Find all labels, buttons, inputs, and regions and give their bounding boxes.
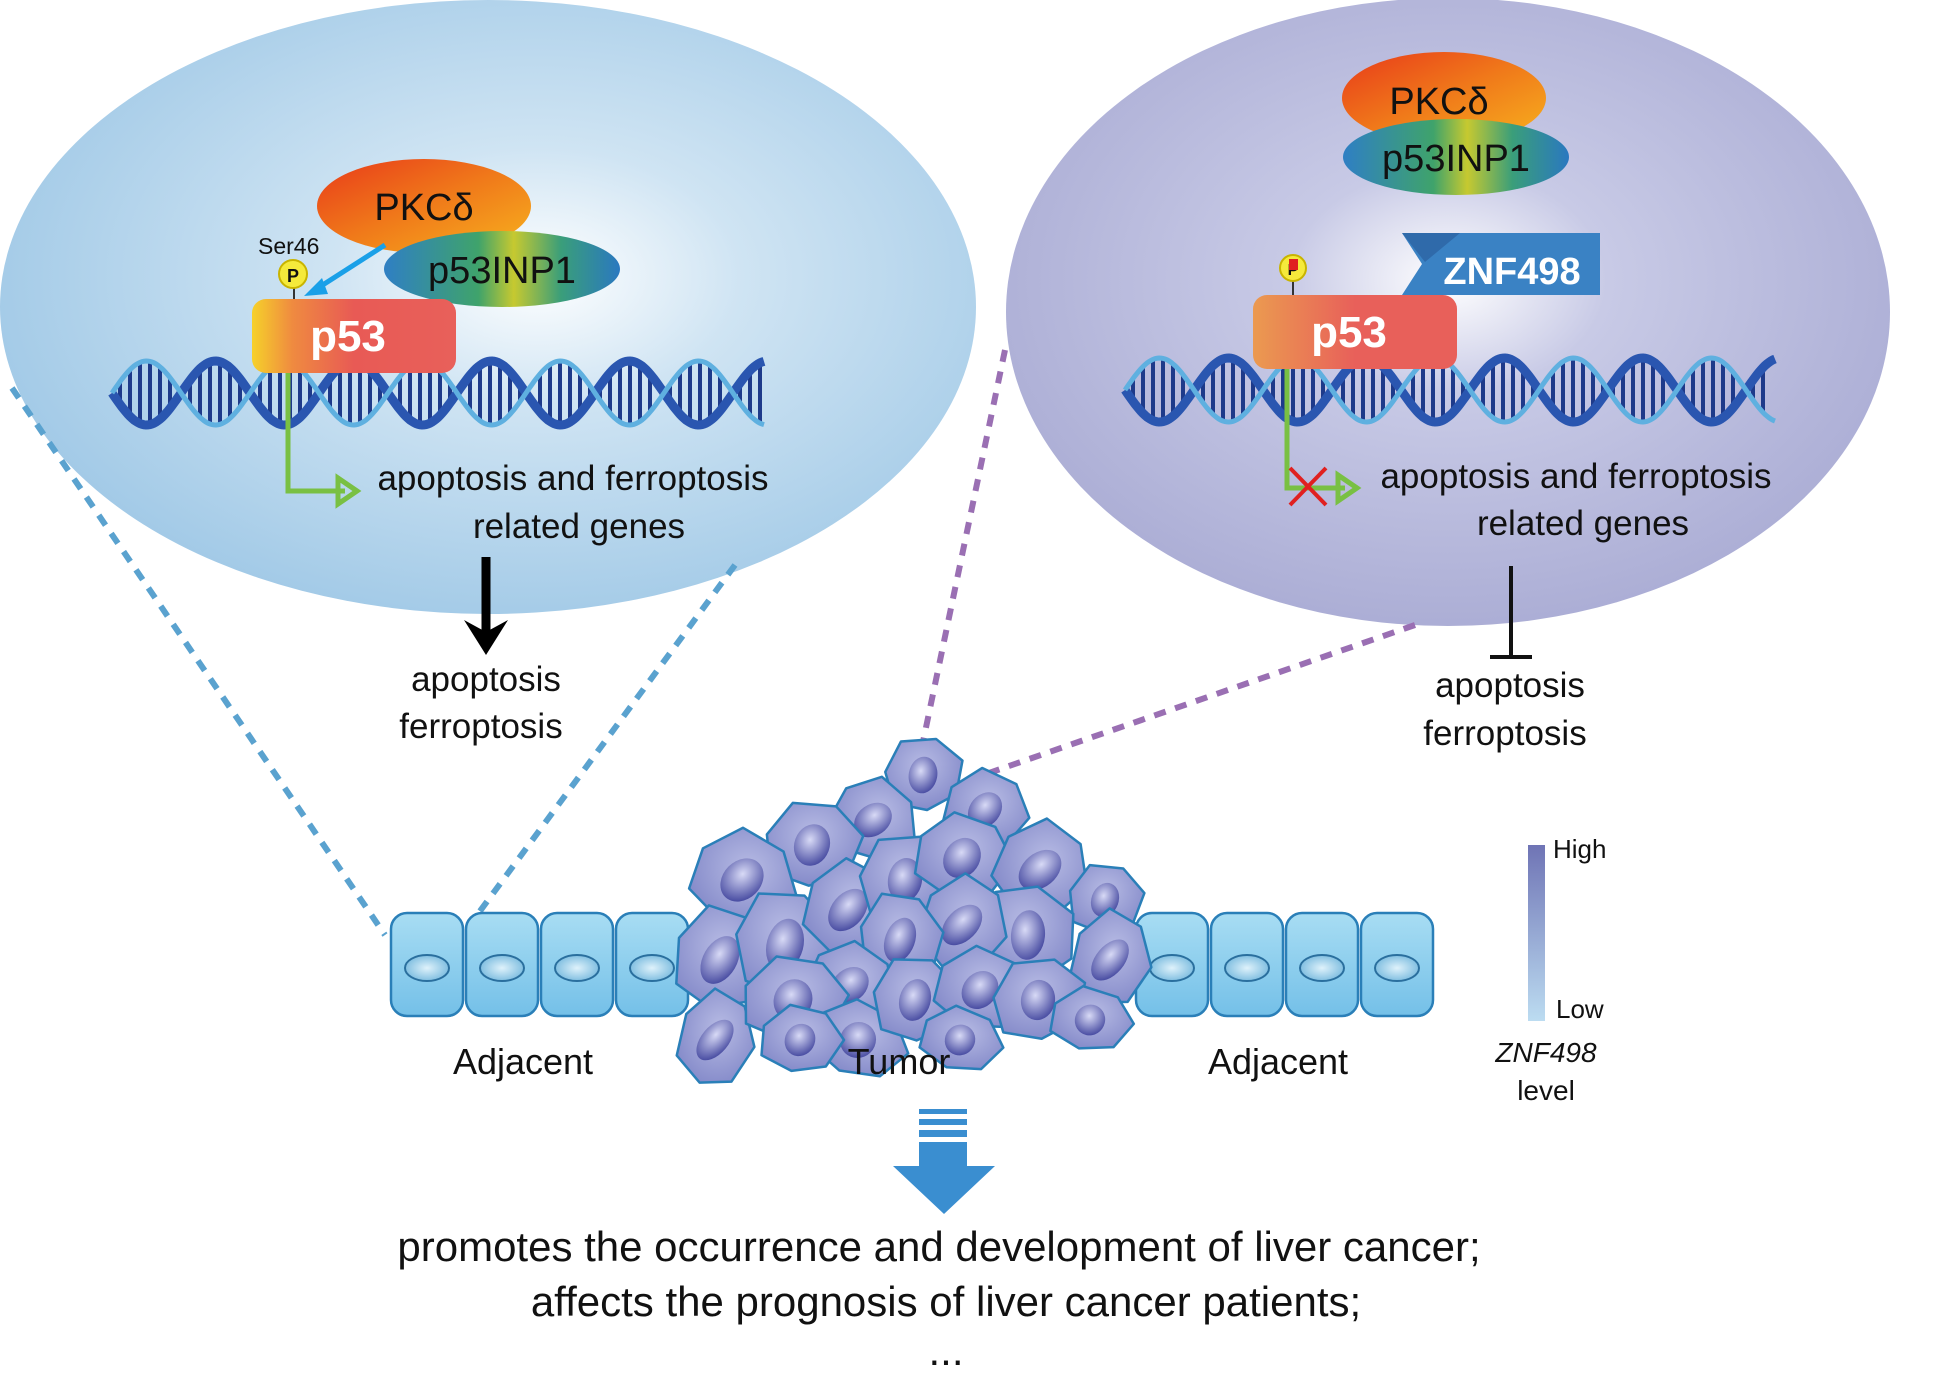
legend-low: Low bbox=[1556, 994, 1604, 1024]
tumor-cell-nucleus bbox=[1091, 939, 1129, 981]
tumor-mass bbox=[675, 737, 1153, 1084]
tumor-cell-nucleus bbox=[696, 1019, 734, 1061]
tumor-cell-nucleus bbox=[700, 936, 740, 984]
phospho-arrowhead bbox=[304, 278, 328, 296]
pkc-delta-left bbox=[317, 159, 531, 253]
adjacent-cells-right bbox=[1134, 911, 1435, 1018]
tumor-cell-nucleus bbox=[883, 917, 917, 963]
transcription-arrowhead-right bbox=[1335, 470, 1362, 506]
label-adjacent-right: Adjacent bbox=[1208, 1041, 1348, 1082]
p53-label-right: p53 bbox=[1311, 308, 1387, 357]
tumor-cell-nucleus bbox=[1020, 979, 1056, 1021]
adjacent-cell-nucleus bbox=[1149, 954, 1195, 982]
znf498-tag-top bbox=[1402, 233, 1460, 262]
phospho-marker-left bbox=[278, 259, 308, 289]
p53-label-left: p53 bbox=[310, 312, 386, 361]
genes-label-line1-right: apoptosis and ferroptosis bbox=[1380, 457, 1771, 496]
tumor-cell-nucleus bbox=[784, 1023, 816, 1057]
left-panel: PKCδ p53INP1 Ser46 P p53 apoptosis and f… bbox=[0, 0, 976, 614]
zoom-line-left-outer bbox=[9, 386, 388, 937]
zoom-line-right-inner bbox=[939, 622, 1416, 793]
znf498-tag bbox=[1402, 233, 1600, 295]
label-tumor: Tumor bbox=[848, 1041, 951, 1082]
adjacent-cells-left bbox=[389, 911, 690, 1018]
pkc-delta-right bbox=[1342, 52, 1546, 144]
legend-high: High bbox=[1553, 834, 1606, 864]
transcription-arrowhead-left bbox=[335, 473, 362, 509]
tumor-cell-nucleus bbox=[1010, 910, 1046, 960]
genes-label-line2-right: related genes bbox=[1477, 504, 1689, 543]
tumor-cell-nucleus bbox=[967, 792, 1003, 828]
zoom-line-right-outer bbox=[912, 349, 1008, 781]
legend-gradient-bar bbox=[1528, 845, 1545, 1021]
label-adjacent-left: Adjacent bbox=[453, 1041, 593, 1082]
legend-level: level bbox=[1517, 1075, 1575, 1106]
outcome-ferroptosis-left: ferroptosis bbox=[399, 707, 562, 746]
tumor-cell-nucleus bbox=[854, 802, 892, 838]
outcome-apoptosis-left: apoptosis bbox=[411, 660, 561, 699]
p53-left bbox=[252, 299, 456, 373]
phospho-arrow-line bbox=[316, 242, 387, 291]
adjacent-cell-nucleus bbox=[1224, 954, 1270, 982]
activation-arrowhead-left bbox=[464, 620, 508, 655]
tumor-cell-nucleus bbox=[961, 971, 999, 1009]
tumor-cell-nucleus bbox=[898, 979, 932, 1021]
right-panel: PKCδ p53INP1 ZNF498 P p53 apoptosis and … bbox=[1006, 0, 1890, 626]
down-arrow bbox=[893, 1109, 995, 1214]
legend-gene: ZNF498 bbox=[1494, 1037, 1597, 1068]
pkc-delta-label-right: PKCδ bbox=[1389, 81, 1488, 123]
tumor-cell-nucleus bbox=[941, 904, 983, 946]
p53inp1-left bbox=[384, 231, 620, 307]
transcription-arrow-left bbox=[285, 373, 345, 494]
ser46-label: Ser46 bbox=[258, 233, 319, 259]
tumor-cell-nucleus bbox=[839, 1021, 877, 1059]
znf498-label: ZNF498 bbox=[1443, 251, 1580, 293]
tumor-cell-nucleus bbox=[720, 858, 764, 902]
adjacent-cell-nucleus bbox=[1374, 954, 1420, 982]
outcome-apoptosis-right: apoptosis bbox=[1435, 666, 1585, 705]
dna-strand bbox=[1121, 353, 1777, 427]
tumor-cell-nucleus bbox=[944, 1024, 976, 1056]
phospho-label-right: P bbox=[1288, 262, 1299, 279]
block-x-b bbox=[1288, 466, 1328, 507]
dna-helix-right bbox=[1121, 353, 1777, 427]
adjacent-cell-nucleus bbox=[554, 954, 600, 982]
left-ellipse bbox=[0, 0, 976, 614]
transcription-arrow-right bbox=[1284, 369, 1345, 491]
adjacent-cell-nucleus bbox=[479, 954, 525, 982]
tumor-cell-nucleus bbox=[943, 837, 981, 879]
tumor-cell-nucleus bbox=[908, 756, 938, 794]
tumor-cell-nucleus bbox=[1018, 849, 1062, 891]
conclusion-line1: promotes the occurrence and development … bbox=[397, 1223, 1480, 1270]
tumor-cell-nucleus bbox=[1074, 1004, 1106, 1036]
outcome-ferroptosis-right: ferroptosis bbox=[1423, 714, 1586, 753]
p53inp1-right bbox=[1343, 119, 1569, 195]
pkc-delta-label-left: PKCδ bbox=[374, 187, 473, 229]
zoom-lines bbox=[9, 349, 1416, 947]
conclusion-ellipsis: ... bbox=[928, 1327, 963, 1373]
tumor-cell-nucleus bbox=[793, 824, 831, 866]
znf498-legend: High Low ZNF498 level bbox=[1494, 834, 1606, 1106]
adjacent-cell-nucleus bbox=[1299, 954, 1345, 982]
genes-label-line1-left: apoptosis and ferroptosis bbox=[377, 459, 768, 498]
phospho-label-left: P bbox=[287, 266, 299, 286]
phospho-inhibited-mark bbox=[1289, 259, 1298, 270]
tumor-cell-nucleus bbox=[828, 888, 868, 932]
dna-strand bbox=[108, 356, 766, 430]
p53-right bbox=[1253, 295, 1457, 369]
adjacent-cell-nucleus bbox=[629, 954, 675, 982]
p53inp1-label-left: p53INP1 bbox=[428, 250, 576, 292]
tumor-cell-nucleus bbox=[887, 858, 923, 902]
p53inp1-label-right: p53INP1 bbox=[1382, 138, 1530, 180]
adjacent-cell-nucleus bbox=[404, 954, 450, 982]
genes-label-line2-left: related genes bbox=[473, 507, 685, 546]
conclusion-line2: affects the prognosis of liver cancer pa… bbox=[531, 1278, 1361, 1325]
